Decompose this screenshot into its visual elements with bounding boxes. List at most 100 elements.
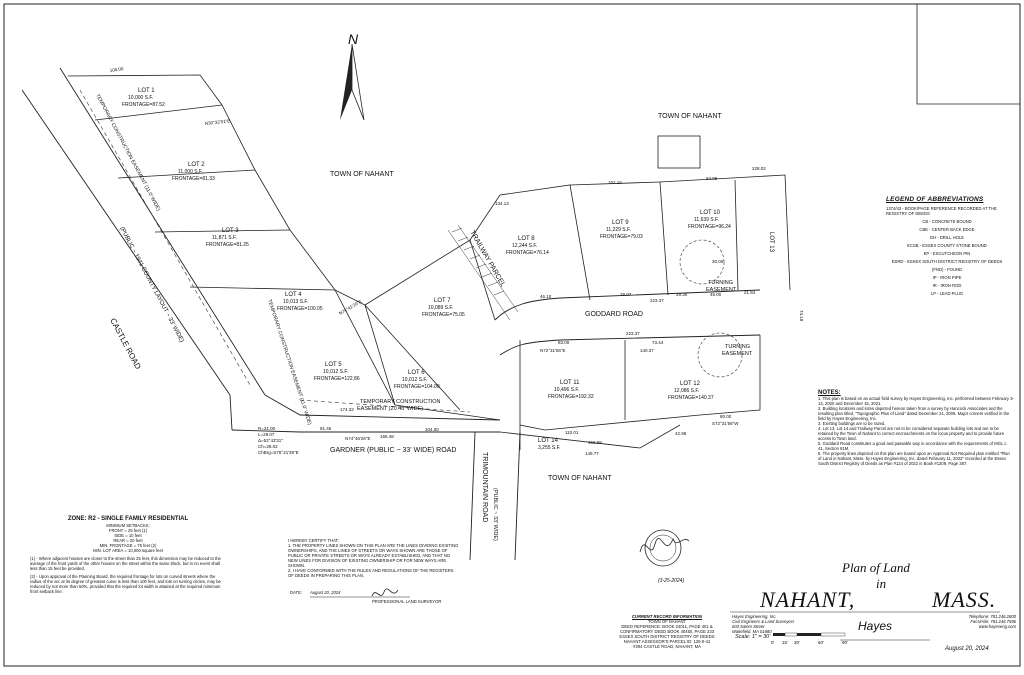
bearing-gardner: N74°46'26"E: [345, 436, 371, 441]
firm-web: www.hayeseng.com: [978, 624, 1016, 629]
dimension-labels: 100.00 102.10 94.05 228.02 134.13 223.37…: [109, 66, 804, 456]
dim-223-37-upper: 223.37: [650, 298, 664, 303]
zone-note: (2) - Upon approval of the Planning Boar…: [30, 574, 221, 594]
lot-7-area: 10,089 S.F.: [428, 305, 453, 311]
firm-box: Hayes Engineering, Inc. Civil Engineers …: [732, 614, 832, 634]
lot-4-name: LOT 4: [285, 292, 302, 298]
scale-bar: [773, 632, 846, 637]
lot-13-name: LOT 13: [768, 232, 774, 253]
north-label: N: [348, 31, 359, 47]
lot-10-name: LOT 10: [700, 210, 721, 216]
record-line: TOWN OF NAHANT: [647, 619, 687, 624]
zone-line: REAR = 20 feet: [113, 538, 143, 543]
scale-ticks: 0' 15' 30' 60' 90': [771, 640, 848, 645]
lot-boundaries: [67, 74, 791, 450]
record-line: DEED REFERENCE: BOOK 24011, PAGE 401 &: [621, 624, 713, 629]
legend-item: EP - ESCUTCHEON PIN: [923, 251, 971, 256]
trimountain-road-desc: (PUBLIC ~ 33' WIDE): [492, 488, 498, 541]
legend-item: (FND) - FOUND: [931, 267, 962, 272]
north-arrow-icon: [340, 43, 365, 121]
curve-r: R=31.00: [258, 426, 276, 431]
plan-title-state: MASS.: [932, 587, 997, 612]
lot-3-area: 11,871 S.F.: [212, 235, 237, 241]
trimountain-road-edges: [469, 431, 521, 561]
lot-8-area: 12,244 S.F.: [512, 243, 537, 249]
zone-line: SIDE = 10 feet: [114, 533, 142, 538]
curve-chbrg: ChBrg=S78°21'39"E: [258, 450, 299, 455]
turning-easement-lower-circle: [697, 332, 743, 378]
lot-10-frontage: FRONTAGE=96.24: [688, 224, 731, 230]
dim-223-37-lower: 223.37: [626, 331, 640, 336]
scale-label: Scale: 1" = 30': [735, 634, 771, 640]
lot-12-name: LOT 12: [680, 381, 701, 387]
title-date: August 20, 2024: [944, 646, 989, 652]
legend-item: LP - LEAD PLUG: [930, 291, 964, 296]
note-item: 6. The property lines depicted on this p…: [818, 451, 1010, 466]
turning-easement-lower-1: TURNING: [725, 344, 750, 350]
certification-box: I HEREBY CERTIFY THAT: 1. THE PROPERTY L…: [288, 538, 460, 578]
surveyor-signature-icon: [639, 537, 690, 553]
easement-temp-gardner-2: EASEMENT (20.48' WIDE): [357, 406, 423, 412]
lot-1-name: LOT 1: [138, 88, 155, 94]
firm-line: Civil Engineers & Land Surveyors: [732, 619, 795, 624]
easement-temp-gardner-1: TEMPORARY CONSTRUCTION: [360, 399, 440, 405]
lot-2-name: LOT 2: [188, 162, 205, 168]
easement-lines: [79, 89, 471, 413]
firm-line: Hayes Engineering, Inc.: [732, 614, 777, 619]
trailway-parcel-hatch: [447, 224, 519, 321]
dim-140-37: 140.37: [640, 348, 654, 353]
trimountain-road-name: TRIMOUNTAIN ROAD: [481, 452, 488, 522]
scale-tick-60: 60': [818, 640, 824, 645]
dim-80: 80.00: [720, 414, 732, 419]
dim-228-02: 228.02: [752, 166, 766, 171]
dim-29-30: 29.30: [676, 292, 688, 297]
lot-2-area: 11,000 S.F.: [178, 169, 203, 175]
legend-title: LEGEND OF ABBREVIATIONS: [886, 196, 984, 203]
lot-1-frontage: FRONTAGE=87.52: [122, 102, 165, 108]
curve-delta: Δ=53°43'31": [258, 438, 283, 443]
legend-item: CBE - CENTER BACK EDGE: [919, 227, 975, 232]
legend-item: 1374/43 - BOOK/PAGE REFERENCE RECORDED A…: [886, 206, 997, 216]
bearing-lot5: N74°41'20"E: [338, 299, 363, 316]
lot-3-name: LOT 3: [222, 228, 239, 234]
lot-7-name: LOT 7: [434, 298, 451, 304]
corner-box: [916, 4, 1020, 105]
lot-6-name: LOT 6: [408, 370, 425, 376]
dim-104: 104.00: [425, 427, 439, 432]
dim-149-77: 149.77: [585, 451, 599, 456]
scale-tick-30: 30': [794, 640, 800, 645]
lot-labels: LOT 1 10,000 S.F. FRONTAGE=87.52 LOT 2 1…: [122, 88, 774, 451]
lot-9-frontage: FRONTAGE=79.03: [600, 234, 643, 240]
easement-temp-lot4: TEMPORARY CONSTRUCTION EASEMENT (11.0' W…: [266, 299, 312, 426]
legend-box: LEGEND OF ABBREVIATIONS 1374/43 - BOOK/P…: [886, 196, 1008, 296]
trailway-parcel-label: TRAILWAY PARCEL: [468, 230, 506, 289]
zone-line: MIN. FRONTAGE = 75 feet (2): [99, 543, 157, 548]
cert-date-label: DATE:: [290, 590, 303, 595]
dim-79-07: 79.07: [620, 292, 632, 297]
bearing-labels: N74°46'26"E N72°31'56"E S72°31'56"W N30°…: [205, 118, 740, 441]
legend-item: IP - IRON PIPE: [932, 275, 962, 280]
zone-line: MIN. LOT AREA = 10,000 square feet: [93, 548, 163, 553]
gardner-road-edges: [231, 394, 501, 433]
town-label-top: TOWN OF NAHANT: [658, 113, 722, 120]
lot-14-name: LOT 14: [538, 438, 559, 444]
scale-tick-15: 15': [782, 640, 788, 645]
zone-note: (1) - Where adjacent houses are closer t…: [30, 556, 221, 571]
bearing-lot12: S72°31'56"W: [712, 421, 739, 426]
record-line: ESSEX SOUTH DISTRICT REGISTRY OF DEEDS: [619, 634, 715, 639]
lot-1-area: 10,000 S.F.: [128, 95, 153, 101]
dim-152-99: 152.99: [588, 440, 602, 445]
plan-title-line2: in: [876, 576, 887, 591]
lot-11-name: LOT 11: [560, 380, 580, 386]
lot-7-frontage: FRONTAGE=75.05: [422, 312, 465, 318]
curve-data: R=31.00 L=29.07 Δ=53°43'31" Ch=28.02 ChB…: [258, 426, 299, 455]
town-label-middle: TOWN OF NAHANT: [330, 171, 394, 178]
castle-road-name: CASTLE ROAD: [108, 317, 143, 371]
bearing-lot2: N30°32'01"E: [205, 118, 231, 126]
cert-line: 1. THE PROPERTY LINES SHOWN ON THIS PLAN…: [288, 543, 459, 568]
town-label-bottom: TOWN OF NAHANT: [548, 475, 612, 482]
firm-phone: Telephone: 781.246.2800: [968, 614, 1016, 619]
zone-line: FRONT = 25 feet (1): [108, 528, 148, 533]
